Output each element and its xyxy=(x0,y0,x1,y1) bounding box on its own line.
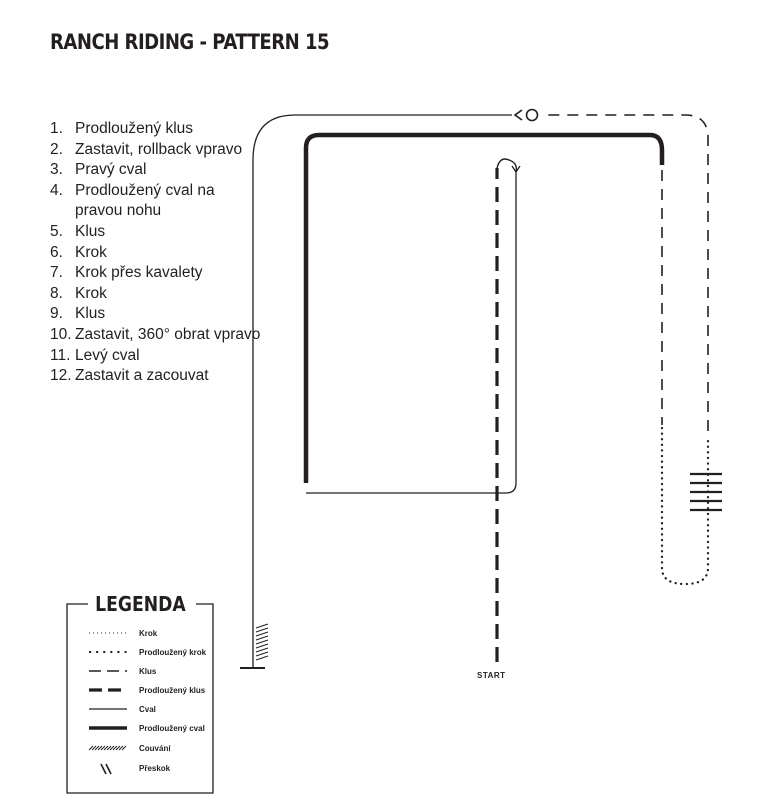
step-text: Prodloužený cval na pravou nohu xyxy=(75,181,215,220)
legend-label-prodlouzeny-klus: Prodloužený klus xyxy=(139,686,206,695)
step-text: Zastavit a zacouvat xyxy=(75,367,209,385)
step-text: Krok přes kavalety xyxy=(75,264,203,282)
legend-label-krok: Krok xyxy=(139,629,158,638)
page-title: RANCH RIDING - PATTERN 15 xyxy=(50,30,330,54)
step-item: 2.Zastavit, rollback vpravo xyxy=(50,140,243,158)
step-text: Krok xyxy=(75,284,107,302)
path-rollback xyxy=(496,158,518,173)
legend-label-klus: Klus xyxy=(139,667,157,676)
step-item: 1.Prodloužený klus xyxy=(50,120,194,137)
pattern-steps-list: 1.Prodloužený klus 2.Zastavit, rollback … xyxy=(50,119,265,387)
step-item: 6.Krok xyxy=(50,243,107,261)
step-item: 7.Krok přes kavalety xyxy=(50,264,203,282)
legend-frame xyxy=(66,603,214,794)
step-text: Zastavit, rollback vpravo xyxy=(75,140,243,158)
step-item: 12.Zastavit a zacouvat xyxy=(50,367,209,385)
path-trot-return xyxy=(541,114,709,431)
spin-360-icon xyxy=(525,108,539,122)
step-item: 4.Prodloužený cval na pravou nohu xyxy=(50,181,215,220)
legend-label-prodlouzeny-cval: Prodloužený cval xyxy=(139,724,205,733)
spin-arrow-icon xyxy=(513,109,523,121)
legend-label-cval: Cval xyxy=(139,705,156,714)
step-text: Klus xyxy=(75,305,106,323)
step-item: 11.Levý cval xyxy=(50,346,140,364)
start-label: START xyxy=(477,671,506,680)
legend-sample-preskok xyxy=(100,763,112,775)
step-item: 3.Pravý cval xyxy=(50,161,147,179)
path-extended-canter xyxy=(303,132,665,483)
step-text: Klus xyxy=(75,222,106,240)
legend-title: LEGENDA xyxy=(90,592,191,616)
step-item: 9.Klus xyxy=(50,305,106,323)
legend-sample-couvani xyxy=(88,745,127,751)
legend-label-prodlouzeny-krok: Prodloužený krok xyxy=(139,648,207,657)
step-text: Levý cval xyxy=(75,346,140,364)
step-text: Krok xyxy=(75,243,107,261)
path-canter-left xyxy=(252,114,512,668)
step-item: 8.Krok xyxy=(50,284,107,302)
legend-label-couvani: Couvání xyxy=(139,744,171,753)
step-text: Pravý cval xyxy=(75,161,147,179)
path-canter-right xyxy=(306,172,517,494)
step-text: Prodloužený klus xyxy=(75,120,194,137)
cavaletti-poles xyxy=(690,472,722,512)
path-walk xyxy=(660,426,710,586)
step-item: 5.Klus xyxy=(50,222,106,240)
legend-label-preskok: Přeskok xyxy=(139,764,171,773)
step-item: 10.Zastavit, 360° obrat vpravo xyxy=(50,325,261,343)
back-up-hatch xyxy=(255,623,269,661)
step-text: Zastavit, 360° obrat vpravo xyxy=(75,325,261,343)
